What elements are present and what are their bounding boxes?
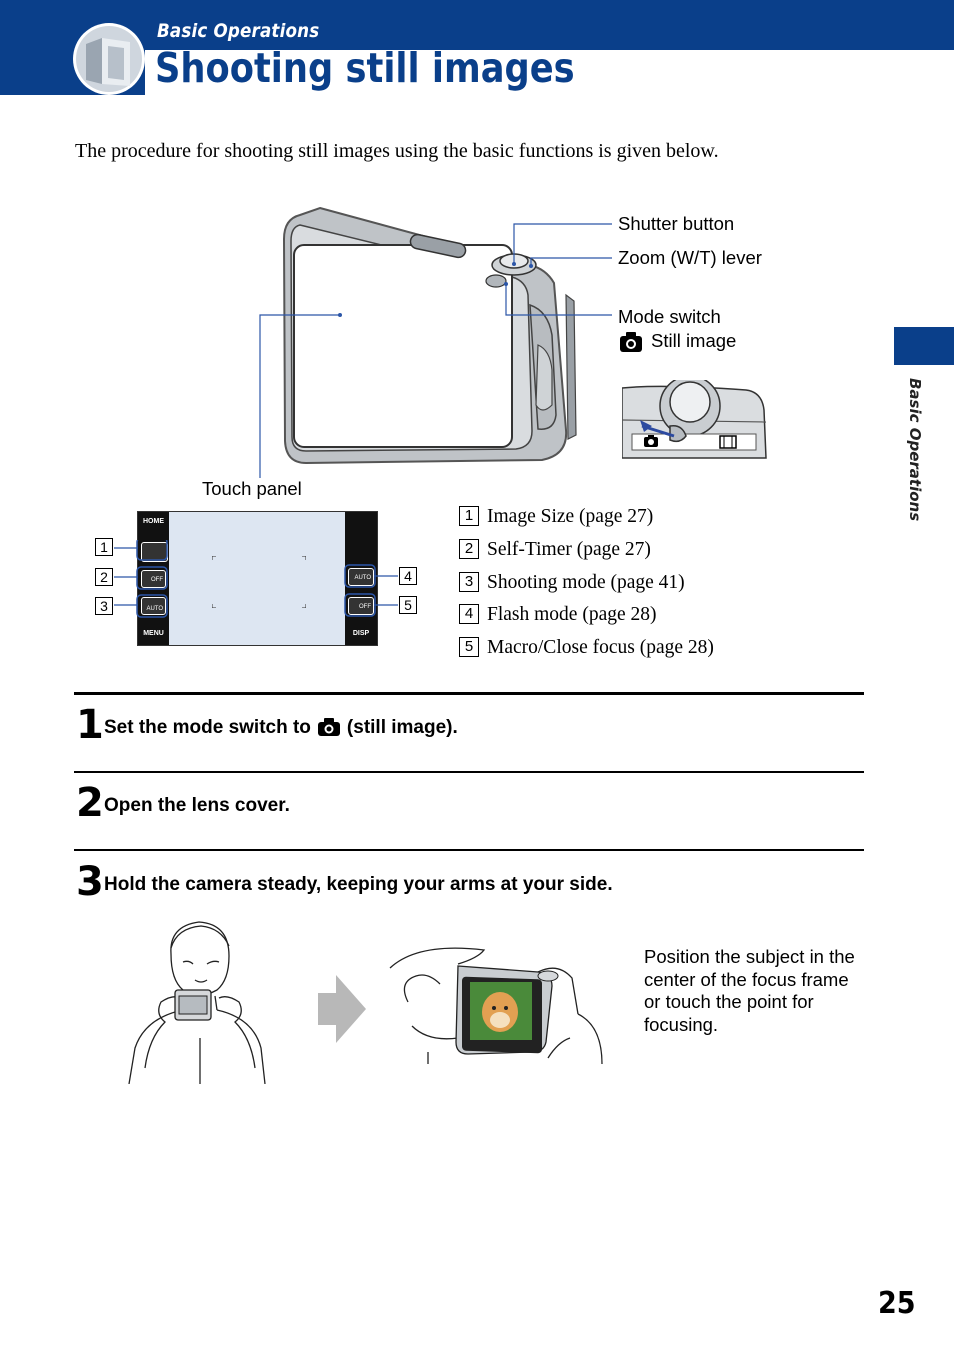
legend-text: Macro/Close focus (page 28) [487, 637, 714, 658]
page-title: Shooting still images [155, 44, 575, 92]
step-number: 1 [76, 702, 104, 748]
legend-text: Shooting mode (page 41) [487, 572, 685, 593]
step-number: 2 [76, 780, 104, 826]
legend-number: 1 [459, 506, 479, 527]
callout-shutter-button: Shutter button [618, 213, 735, 234]
step-divider [74, 849, 864, 851]
marker-1: 1 [95, 538, 113, 556]
mode-switch-detail [622, 380, 767, 459]
callout-mode-switch: Mode switch [618, 306, 721, 327]
legend-number: 4 [459, 604, 479, 625]
marker-5: 5 [399, 596, 417, 614]
step-text: Set the mode switch to (still image). [104, 717, 458, 739]
person-holding-camera-illustration [128, 921, 266, 1084]
legend-text: Self-Timer (page 27) [487, 539, 651, 560]
step-text: Open the lens cover. [104, 795, 290, 816]
marker-3: 3 [95, 597, 113, 615]
right-arrow-icon [318, 975, 366, 1043]
page-number: 25 [878, 1286, 916, 1321]
book-icon [73, 23, 145, 95]
self-timer-button[interactable]: OFF [141, 570, 166, 588]
step-divider [74, 771, 864, 773]
shooting-mode-button[interactable]: AUTO [141, 597, 166, 615]
step-text-after: (still image). [346, 717, 458, 738]
intro-paragraph: The procedure for shooting still images … [75, 140, 719, 162]
legend-item: 5 Macro/Close focus (page 28) [459, 637, 714, 659]
macro-button[interactable]: OFF [348, 597, 374, 615]
legend-item: 1 Image Size (page 27) [459, 506, 653, 528]
section-label: Basic Operations [157, 20, 320, 42]
step-text-before: Set the mode switch to [104, 717, 311, 738]
camera-illustration [282, 206, 577, 465]
home-button[interactable]: HOME [143, 518, 164, 525]
callout-still-image: Still image [651, 330, 737, 351]
step-divider [74, 692, 864, 695]
flash-button[interactable]: AUTO [348, 568, 374, 586]
disp-button[interactable]: DISP [352, 630, 370, 637]
caption-text: Position the subject in the center of th… [644, 946, 855, 1035]
callout-lines [259, 223, 612, 478]
camera-icon [317, 718, 340, 736]
legend-number: 2 [459, 539, 479, 560]
menu-button[interactable]: MENU [143, 630, 164, 637]
legend-text: Flash mode (page 28) [487, 604, 657, 625]
step-number: 3 [76, 859, 104, 905]
legend-item: 2 Self-Timer (page 27) [459, 539, 651, 561]
step-text: Hold the camera steady, keeping your arm… [104, 874, 613, 895]
screen-marker-lines [114, 540, 398, 618]
legend-text: Image Size (page 27) [487, 506, 654, 527]
callout-touch-panel: Touch panel [202, 478, 302, 499]
legend-item: 4 Flash mode (page 28) [459, 604, 657, 626]
legend-number: 5 [459, 637, 479, 658]
header-band [0, 0, 954, 50]
legend-number: 3 [459, 572, 479, 593]
camera-icon [620, 332, 642, 352]
marker-4: 4 [399, 567, 417, 585]
callout-zoom-lever: Zoom (W/T) lever [618, 247, 762, 268]
hands-camera-illustration [389, 947, 603, 1065]
side-tab [894, 327, 954, 365]
legend-item: 3 Shooting mode (page 41) [459, 572, 685, 594]
marker-2: 2 [95, 568, 113, 586]
